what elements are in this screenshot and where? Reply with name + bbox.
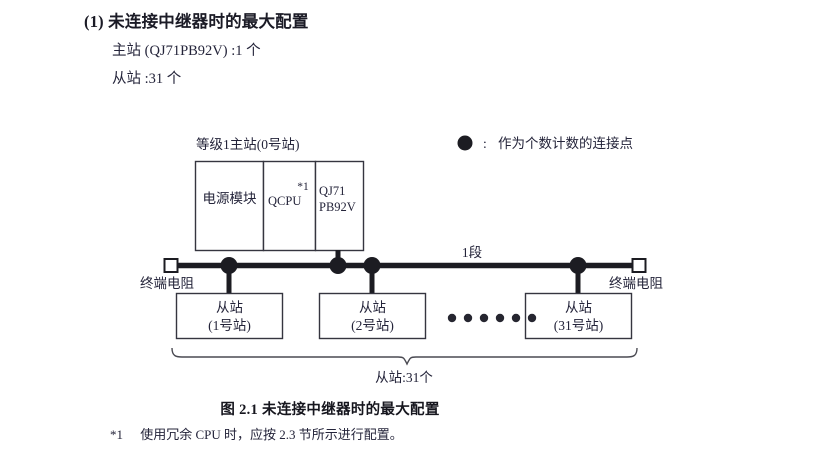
network-module-label-line2: PB92V bbox=[319, 200, 356, 214]
slave-2-label-line1: 从站 bbox=[359, 300, 386, 315]
footnote-mark: *1 bbox=[110, 427, 123, 442]
segment-label: 1段 bbox=[462, 245, 482, 260]
terminator-right-label: 终端电阻 bbox=[609, 276, 663, 291]
power-module-label: 电源模块 bbox=[203, 191, 257, 206]
section-line-master: 主站 (QJ71PB92V) :1 个 bbox=[112, 43, 261, 59]
section-title: 未连接中继器时的最大配置 bbox=[108, 12, 309, 31]
section-number: (1) bbox=[84, 12, 104, 31]
power-module-box bbox=[194, 160, 265, 252]
terminator-left-label: 终端电阻 bbox=[140, 276, 194, 291]
slave-31-box bbox=[524, 292, 633, 340]
slave-ellipsis bbox=[447, 313, 537, 323]
footnote: *1 使用冗余 CPU 时，应按 2.3 节所示进行配置。 bbox=[110, 424, 403, 443]
terminator-left-icon bbox=[163, 258, 179, 273]
footnote-text: 使用冗余 CPU 时，应按 2.3 节所示进行配置。 bbox=[140, 427, 403, 442]
slave-31-label-line1: 从站 bbox=[565, 300, 592, 315]
network-module-label-line1: QJ71 bbox=[319, 184, 345, 198]
section-heading: (1) 未连接中继器时的最大配置 主站 (QJ71PB92V) :1 个 从站 … bbox=[84, 8, 704, 88]
slave-2-label-line2: (2号站) bbox=[351, 318, 394, 333]
legend-separator: : bbox=[483, 136, 487, 151]
slave-31-label-line2: (31号站) bbox=[554, 318, 604, 333]
cpu-module-footnote-mark: *1 bbox=[297, 181, 309, 193]
slave-1-box bbox=[175, 292, 284, 340]
cpu-module-label: QCPU bbox=[268, 194, 301, 208]
section-title-row: (1) 未连接中继器时的最大配置 bbox=[84, 8, 704, 32]
terminator-right-icon bbox=[631, 258, 647, 273]
slave-count-label: 从站:31个 bbox=[375, 370, 433, 385]
master-group-label: 等级1主站(0号站) bbox=[196, 136, 300, 152]
network-module-box bbox=[314, 160, 365, 252]
connection-node-master bbox=[329, 257, 347, 274]
figure-caption: 图 2.1 未连接中继器时的最大配置 bbox=[220, 402, 440, 418]
slave-2-box bbox=[318, 292, 427, 340]
section-line-slave: 从站 :31 个 bbox=[112, 71, 182, 87]
slave-count-brace bbox=[171, 347, 638, 366]
slave-1-label-line2: (1号站) bbox=[208, 318, 251, 333]
slave-1-label-line1: 从站 bbox=[216, 300, 243, 315]
legend-bullet-icon bbox=[457, 135, 473, 151]
legend-text: 作为个数计数的连接点 bbox=[498, 135, 633, 151]
